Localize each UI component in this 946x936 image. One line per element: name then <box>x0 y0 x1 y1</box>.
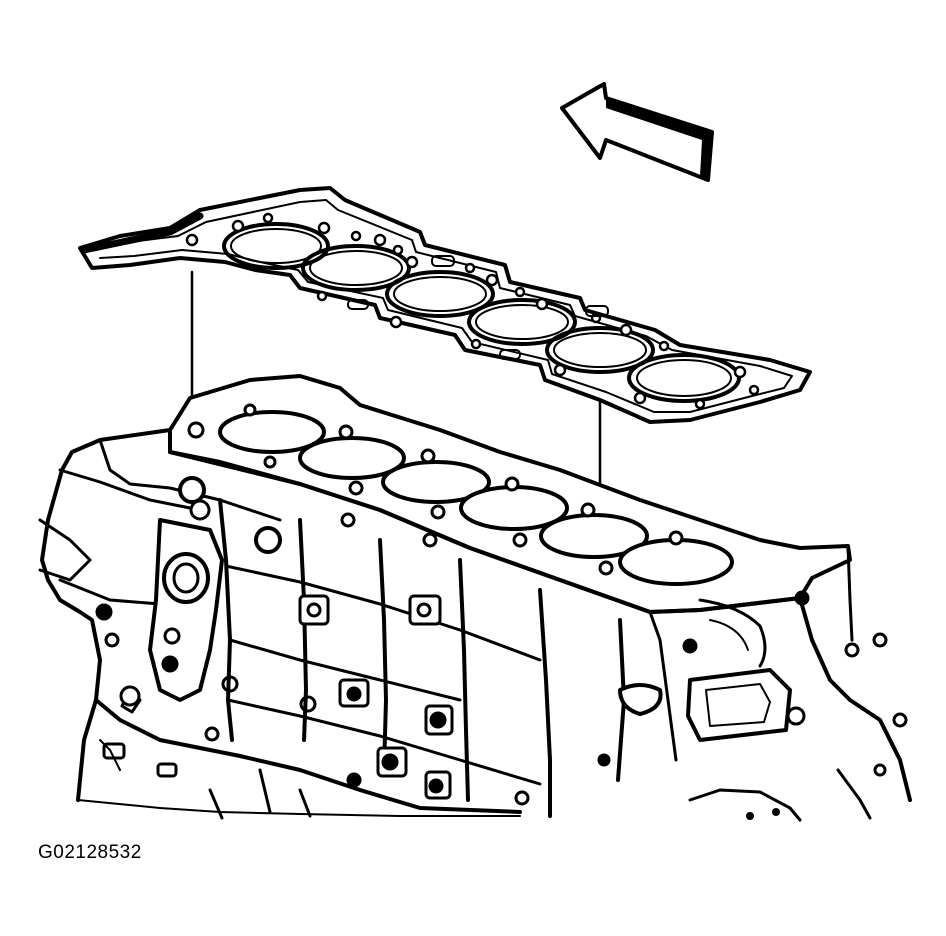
gasket-bore-3 <box>385 270 495 318</box>
direction-arrow-icon <box>560 82 714 182</box>
block-bore-6 <box>618 538 734 586</box>
block-bore-1 <box>218 410 326 454</box>
head-gasket <box>78 186 812 424</box>
engine-block <box>38 374 912 822</box>
figure-id-label: G02128532 <box>38 842 142 863</box>
gasket-bore-4 <box>467 298 577 346</box>
block-bore-3 <box>381 460 491 504</box>
block-bore-group <box>218 410 734 586</box>
gasket-bore-5 <box>545 326 655 374</box>
gasket-bolt-holes <box>185 212 760 410</box>
block-bore-5 <box>539 513 649 559</box>
gasket-bore-1 <box>222 222 330 270</box>
gasket-bore-2 <box>301 244 411 292</box>
block-bore-2 <box>298 436 406 480</box>
